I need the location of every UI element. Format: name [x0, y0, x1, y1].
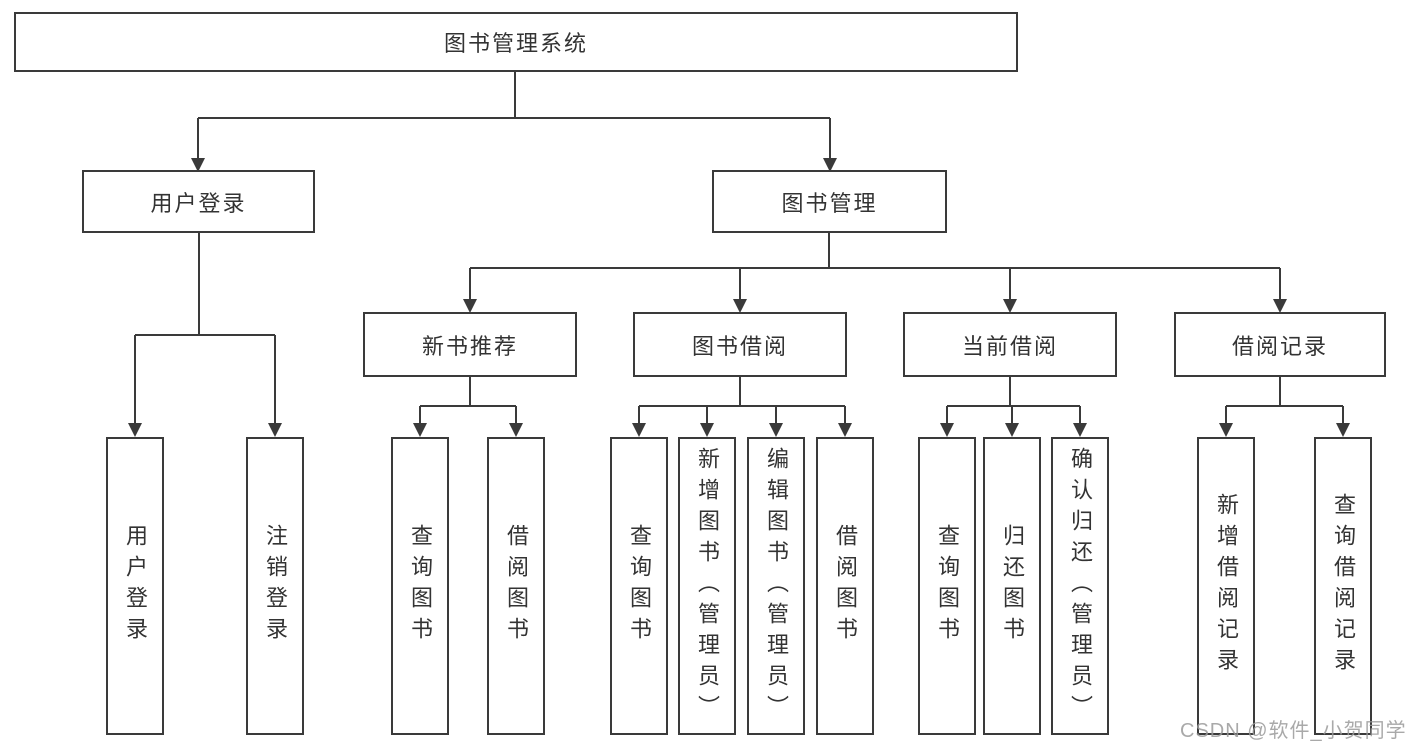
node-label: 图书管理: [781, 190, 878, 216]
leaf-query-books-borrow: 查询图书: [610, 437, 668, 735]
leaf-logout: 注销登录: [246, 437, 304, 735]
node-current-borrow: 当前借阅: [903, 312, 1117, 377]
leaf-query-books-current: 查询图书: [918, 437, 976, 735]
node-label: 图书管理系统: [443, 31, 588, 56]
leaf-query-books-recommend: 查询图书: [391, 437, 449, 735]
node-label: 编辑图书（管理员）: [764, 446, 789, 726]
node-label: 确认归还（管理员）: [1068, 446, 1093, 726]
leaf-add-borrow-record: 新增借阅记录: [1197, 437, 1255, 735]
node-book-borrow: 图书借阅: [633, 312, 847, 377]
node-user-login: 用户登录: [82, 170, 315, 233]
leaf-confirm-return-admin: 确认归还（管理员）: [1051, 437, 1109, 735]
node-label: 归还图书: [1000, 524, 1025, 648]
node-label: 注销登录: [263, 524, 288, 648]
leaf-add-books-admin: 新增图书（管理员）: [678, 437, 736, 735]
node-label: 查询图书: [935, 524, 960, 648]
node-label: 当前借阅: [961, 333, 1058, 359]
node-label: 查询图书: [408, 524, 433, 648]
node-label: 新书推荐: [421, 333, 518, 359]
node-book-management: 图书管理: [712, 170, 947, 233]
leaf-return-books: 归还图书: [983, 437, 1041, 735]
csdn-watermark: CSDN @软件_小贺同学: [1180, 720, 1405, 742]
node-label: 借阅图书: [833, 524, 858, 648]
node-label: 图书借阅: [691, 333, 788, 359]
leaf-edit-books-admin: 编辑图书（管理员）: [747, 437, 805, 735]
node-borrow-records: 借阅记录: [1174, 312, 1386, 377]
leaf-user-login: 用户登录: [106, 437, 164, 735]
leaf-query-borrow-record: 查询借阅记录: [1314, 437, 1372, 735]
node-label: 借阅记录: [1231, 333, 1328, 359]
leaf-borrow-books-recommend: 借阅图书: [487, 437, 545, 735]
node-root-library-system: 图书管理系统: [14, 12, 1018, 72]
arrowhead-icons: [128, 158, 1350, 437]
node-label: 用户登录: [123, 524, 148, 648]
node-label: 借阅图书: [504, 524, 529, 648]
node-label: 新增图书（管理员）: [695, 446, 720, 726]
node-label: 查询借阅记录: [1331, 493, 1356, 679]
node-new-book-recommend: 新书推荐: [363, 312, 577, 377]
leaf-borrow-books: 借阅图书: [816, 437, 874, 735]
node-label: 查询图书: [627, 524, 652, 648]
node-label: 新增借阅记录: [1214, 493, 1239, 679]
node-label: 用户登录: [150, 190, 247, 216]
